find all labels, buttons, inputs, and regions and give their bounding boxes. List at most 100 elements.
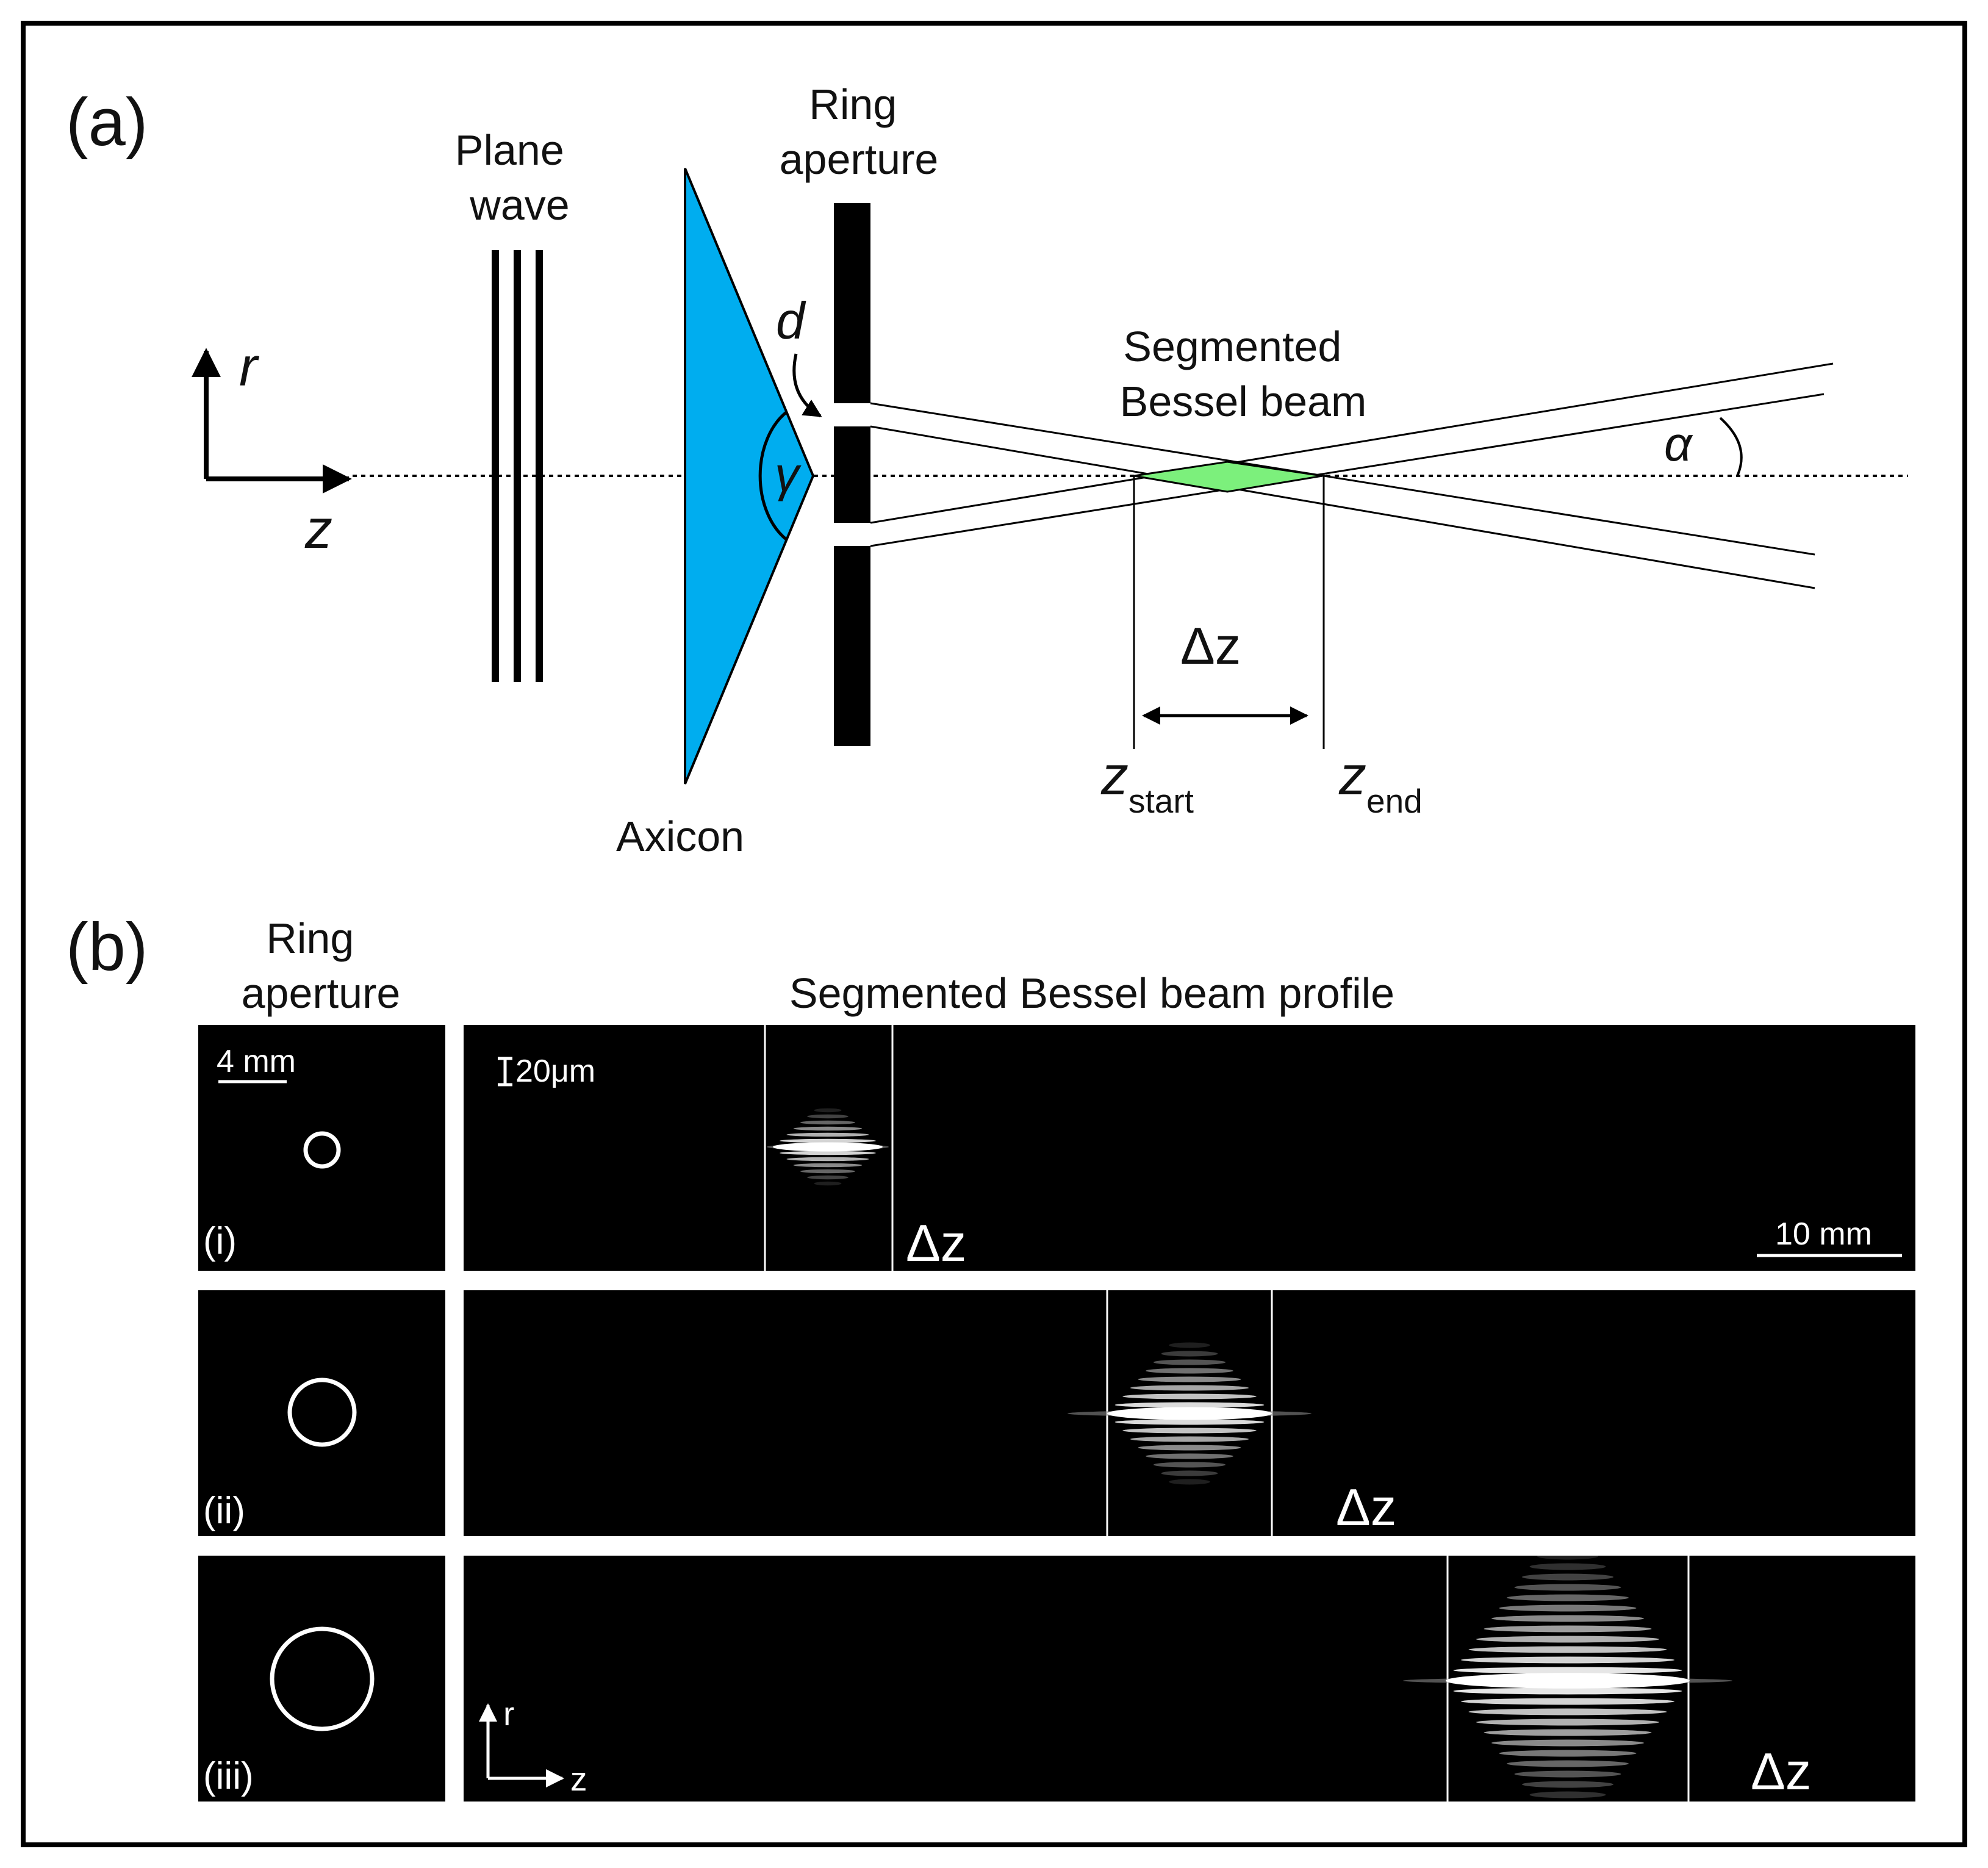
axis-b-r-label: r bbox=[503, 1695, 514, 1733]
beam-fringe bbox=[800, 1120, 855, 1125]
beam-profile-i bbox=[767, 1108, 889, 1186]
beam-label: Segmented Bessel beam bbox=[1120, 323, 1367, 425]
row-iii: (iii) r z Δz bbox=[198, 1553, 1915, 1809]
axis-z-label: z bbox=[304, 499, 332, 560]
beam-fringe bbox=[1161, 1470, 1218, 1476]
beam-fringe bbox=[1153, 1359, 1226, 1365]
beam-fringe bbox=[1107, 1407, 1272, 1420]
beam-fringe bbox=[1499, 1750, 1637, 1757]
beam-lines bbox=[870, 362, 1834, 589]
beam-fringe bbox=[793, 1163, 863, 1168]
beam-fringe bbox=[1499, 1604, 1637, 1612]
beam-fringe bbox=[1537, 1553, 1598, 1560]
beam-fringe bbox=[1446, 1673, 1690, 1689]
row-i-id: (i) bbox=[203, 1220, 237, 1262]
ring-aperture-plate: Ring aperture bbox=[780, 81, 939, 746]
panel-a-label: (a) bbox=[66, 85, 148, 160]
beam-fringe bbox=[1491, 1739, 1644, 1747]
beam-fringe bbox=[1507, 1594, 1629, 1601]
ring-ii bbox=[287, 1378, 357, 1447]
beam-fringe bbox=[807, 1175, 849, 1180]
overlap-region bbox=[1133, 461, 1323, 493]
panel-b: (b) Ring aperture Segmented Bessel beam … bbox=[66, 910, 1915, 1809]
delta-z-label: Δz bbox=[1180, 617, 1241, 675]
scale-bar-10mm-label: 10 mm bbox=[1775, 1216, 1872, 1252]
profile-image-iii bbox=[464, 1556, 1915, 1802]
profile-column-title: Segmented Bessel beam profile bbox=[789, 969, 1394, 1017]
beam-fringe bbox=[1146, 1368, 1233, 1374]
ring-iii bbox=[270, 1626, 375, 1731]
axis-r-label: r bbox=[239, 337, 259, 398]
beam-fringe bbox=[1146, 1453, 1233, 1459]
beam-fringe bbox=[1522, 1573, 1613, 1581]
beam-profile-ii bbox=[1068, 1342, 1312, 1485]
beam-fringe bbox=[1491, 1615, 1644, 1622]
beam-fringe bbox=[807, 1114, 849, 1119]
beam-fringe bbox=[1153, 1462, 1226, 1468]
beam-profile-iii bbox=[1403, 1553, 1732, 1809]
beam-fringe bbox=[1122, 1428, 1257, 1434]
delta-z-annotation: Δz zstart zend bbox=[1100, 476, 1423, 820]
beam-fringe bbox=[1114, 1419, 1265, 1425]
scale-bar-20um: 20μm bbox=[498, 1054, 595, 1089]
beam-fringe bbox=[1130, 1436, 1249, 1442]
beam-fringe bbox=[1169, 1342, 1210, 1348]
row-ii-id: (ii) bbox=[203, 1490, 245, 1532]
plane-wave-label: Plane wave bbox=[455, 126, 576, 229]
row-ii-delta-z: Δz bbox=[1336, 1479, 1396, 1537]
ring-aperture-column-title: Ring aperture bbox=[242, 914, 401, 1017]
beam-fringe bbox=[1161, 1351, 1218, 1357]
plane-wave: Plane wave bbox=[455, 126, 576, 682]
scale-bar-20um-label: 20μm bbox=[515, 1054, 595, 1089]
beam-fringe bbox=[1484, 1729, 1652, 1736]
gamma-arc bbox=[758, 411, 788, 541]
beam-fringe bbox=[1507, 1760, 1629, 1767]
panel-b-label: (b) bbox=[66, 910, 148, 985]
alpha-arc bbox=[1719, 417, 1743, 476]
ring-i bbox=[303, 1131, 341, 1169]
beam-fringe bbox=[814, 1181, 842, 1186]
d-annotation: d bbox=[776, 292, 822, 418]
ring-aperture-label: Ring aperture bbox=[780, 81, 939, 183]
axicon: γ Axicon bbox=[616, 168, 815, 860]
beam-fringe bbox=[1537, 1802, 1598, 1809]
scale-bar-4mm-label: 4 mm bbox=[217, 1044, 296, 1079]
profile-image-i bbox=[464, 1025, 1915, 1271]
beam-fringe bbox=[1453, 1687, 1682, 1695]
axicon-label: Axicon bbox=[616, 813, 744, 860]
row-ii: (ii) Δz bbox=[198, 1290, 1915, 1537]
figure-frame bbox=[21, 21, 1967, 1847]
row-i: 4 mm (i) 20μm 10 mm Δz bbox=[198, 1025, 1915, 1273]
axis-indicator: r z bbox=[192, 337, 352, 560]
beam-fringe bbox=[1476, 1636, 1659, 1643]
beam-fringe bbox=[1484, 1625, 1652, 1633]
gamma-label: γ bbox=[775, 447, 802, 501]
beam-fringe bbox=[1514, 1584, 1621, 1591]
beam-fringe bbox=[1468, 1646, 1667, 1653]
beam-fringe bbox=[1529, 1791, 1606, 1798]
row-iii-id: (iii) bbox=[203, 1755, 254, 1797]
aperture-opening-top bbox=[834, 403, 870, 426]
beam-fringe bbox=[1130, 1385, 1249, 1391]
axis-b-z-label: z bbox=[570, 1760, 587, 1798]
ring-image-ii bbox=[198, 1290, 445, 1536]
beam-fringe bbox=[1514, 1770, 1621, 1778]
beam-fringe bbox=[773, 1142, 883, 1152]
beam-fringe bbox=[1122, 1393, 1257, 1399]
beam-fringe bbox=[1468, 1708, 1667, 1715]
beam-fringe bbox=[1476, 1719, 1659, 1726]
z-end-label: zend bbox=[1338, 745, 1423, 820]
alpha-label: α bbox=[1664, 417, 1693, 471]
beam-fringe bbox=[800, 1169, 855, 1174]
beam-fringe bbox=[1138, 1445, 1241, 1451]
row-iii-delta-z: Δz bbox=[1751, 1743, 1811, 1801]
z-start-label: zstart bbox=[1100, 745, 1194, 820]
ring-image-i bbox=[198, 1025, 445, 1271]
axis-indicator-b: r z bbox=[479, 1695, 587, 1798]
d-label: d bbox=[776, 292, 806, 350]
beam-fringe bbox=[780, 1151, 876, 1155]
beam-fringe bbox=[1114, 1402, 1265, 1408]
beam-fringe bbox=[1461, 1698, 1674, 1705]
beam-fringe bbox=[786, 1132, 869, 1137]
